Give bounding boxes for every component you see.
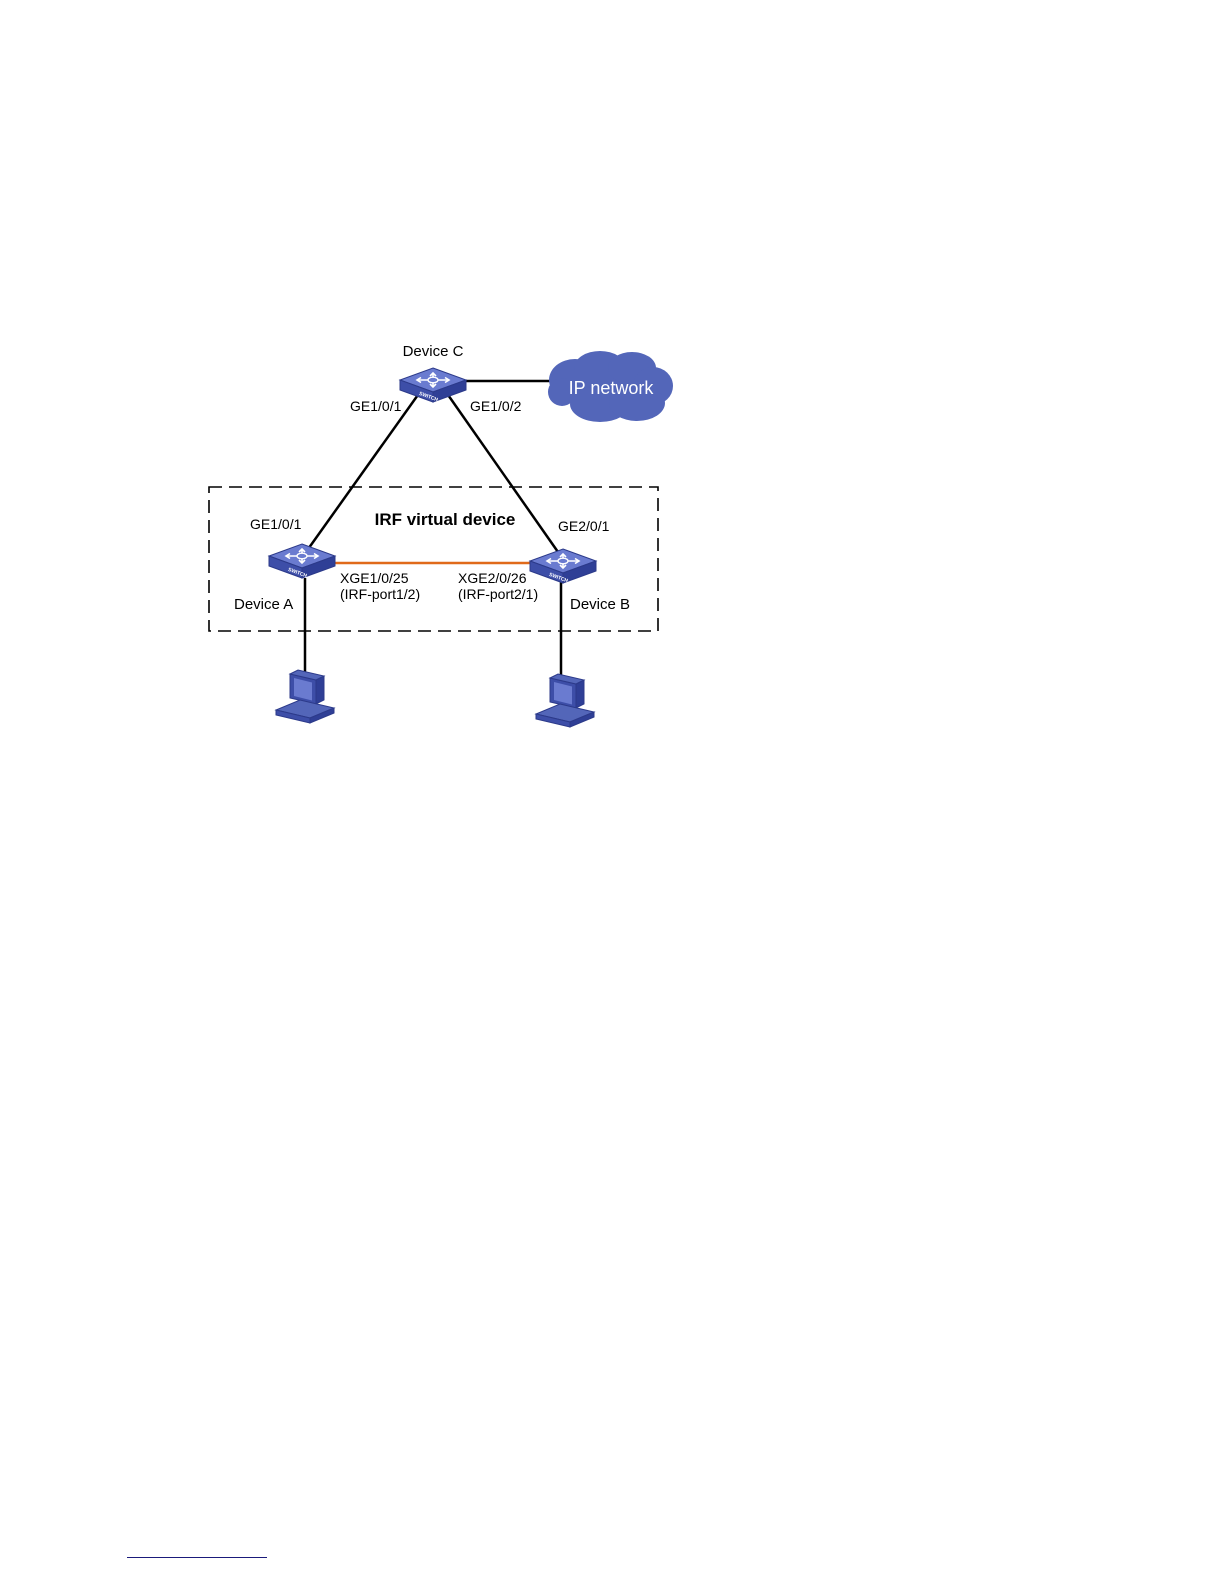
pc-a-icon: [276, 670, 334, 723]
cloud-label: IP network: [569, 378, 655, 398]
pc-b-icon: [536, 674, 594, 727]
port-b-up: GE2/0/1: [558, 518, 610, 534]
port-b-irf: XGE2/0/26: [458, 570, 527, 586]
footnote-divider: [127, 1557, 267, 1558]
device-a-switch-icon: SWITCH: [269, 544, 335, 579]
device-b-switch-icon: SWITCH: [530, 549, 596, 584]
ip-network-cloud: IP network: [548, 351, 673, 422]
port-a-up: GE1/0/1: [250, 516, 302, 532]
device-b-name: Device B: [570, 596, 630, 613]
port-c-right: GE1/0/2: [470, 398, 522, 414]
irf-title: IRF virtual device: [375, 510, 516, 529]
device-a-name: Device A: [234, 596, 293, 613]
port-c-left: GE1/0/1: [350, 398, 402, 414]
port-a-irf: XGE1/0/25: [340, 570, 409, 586]
device-c-switch-icon: SWITCH: [400, 368, 466, 403]
device-c-name: Device C: [403, 343, 464, 360]
port-a-irf-port: (IRF-port1/2): [340, 586, 420, 602]
port-b-irf-port: (IRF-port2/1): [458, 586, 538, 602]
